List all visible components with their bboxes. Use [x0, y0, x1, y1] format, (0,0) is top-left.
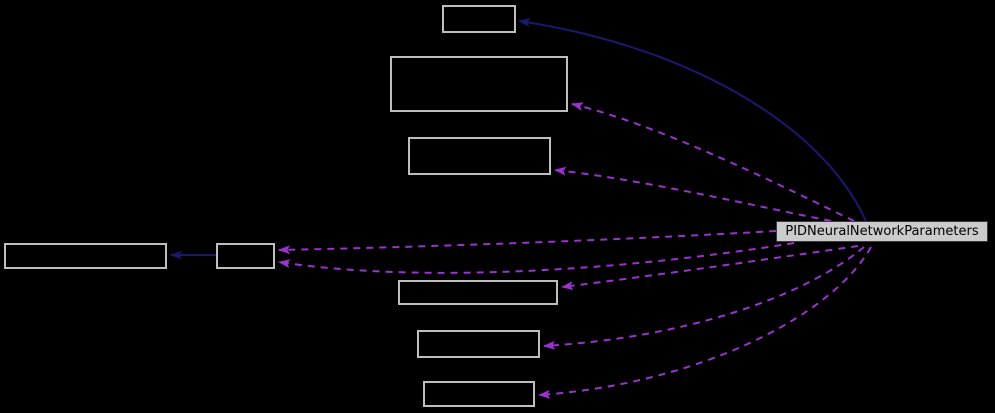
node-upper-large[interactable]	[390, 56, 568, 112]
node-left-wide[interactable]	[4, 243, 167, 269]
usage-edge-main-to-node-bottom	[538, 246, 872, 399]
node-bottom[interactable]	[423, 381, 535, 407]
usage-edge-main-to-node-lower-mid	[543, 246, 865, 350]
node-top[interactable]	[442, 5, 516, 33]
inheritance-edge-main-to-node-top	[518, 18, 867, 222]
usage-edge-main-to-node-left-small-lower	[278, 242, 795, 274]
main-class-node: PIDNeuralNetworkParameters	[776, 221, 988, 242]
main-class-label: PIDNeuralNetworkParameters	[785, 224, 979, 239]
node-upper-mid[interactable]	[408, 137, 551, 175]
node-lower-wide[interactable]	[398, 280, 558, 305]
usage-edge-main-to-node-upper-mid	[554, 166, 832, 222]
node-left-small[interactable]	[216, 243, 275, 269]
usage-edge-main-to-node-left-small-upper	[278, 230, 777, 255]
usage-edge-main-to-node-upper-large	[571, 102, 855, 222]
node-lower-mid[interactable]	[417, 330, 540, 358]
usage-edge-main-to-node-lower-wide	[561, 245, 859, 291]
